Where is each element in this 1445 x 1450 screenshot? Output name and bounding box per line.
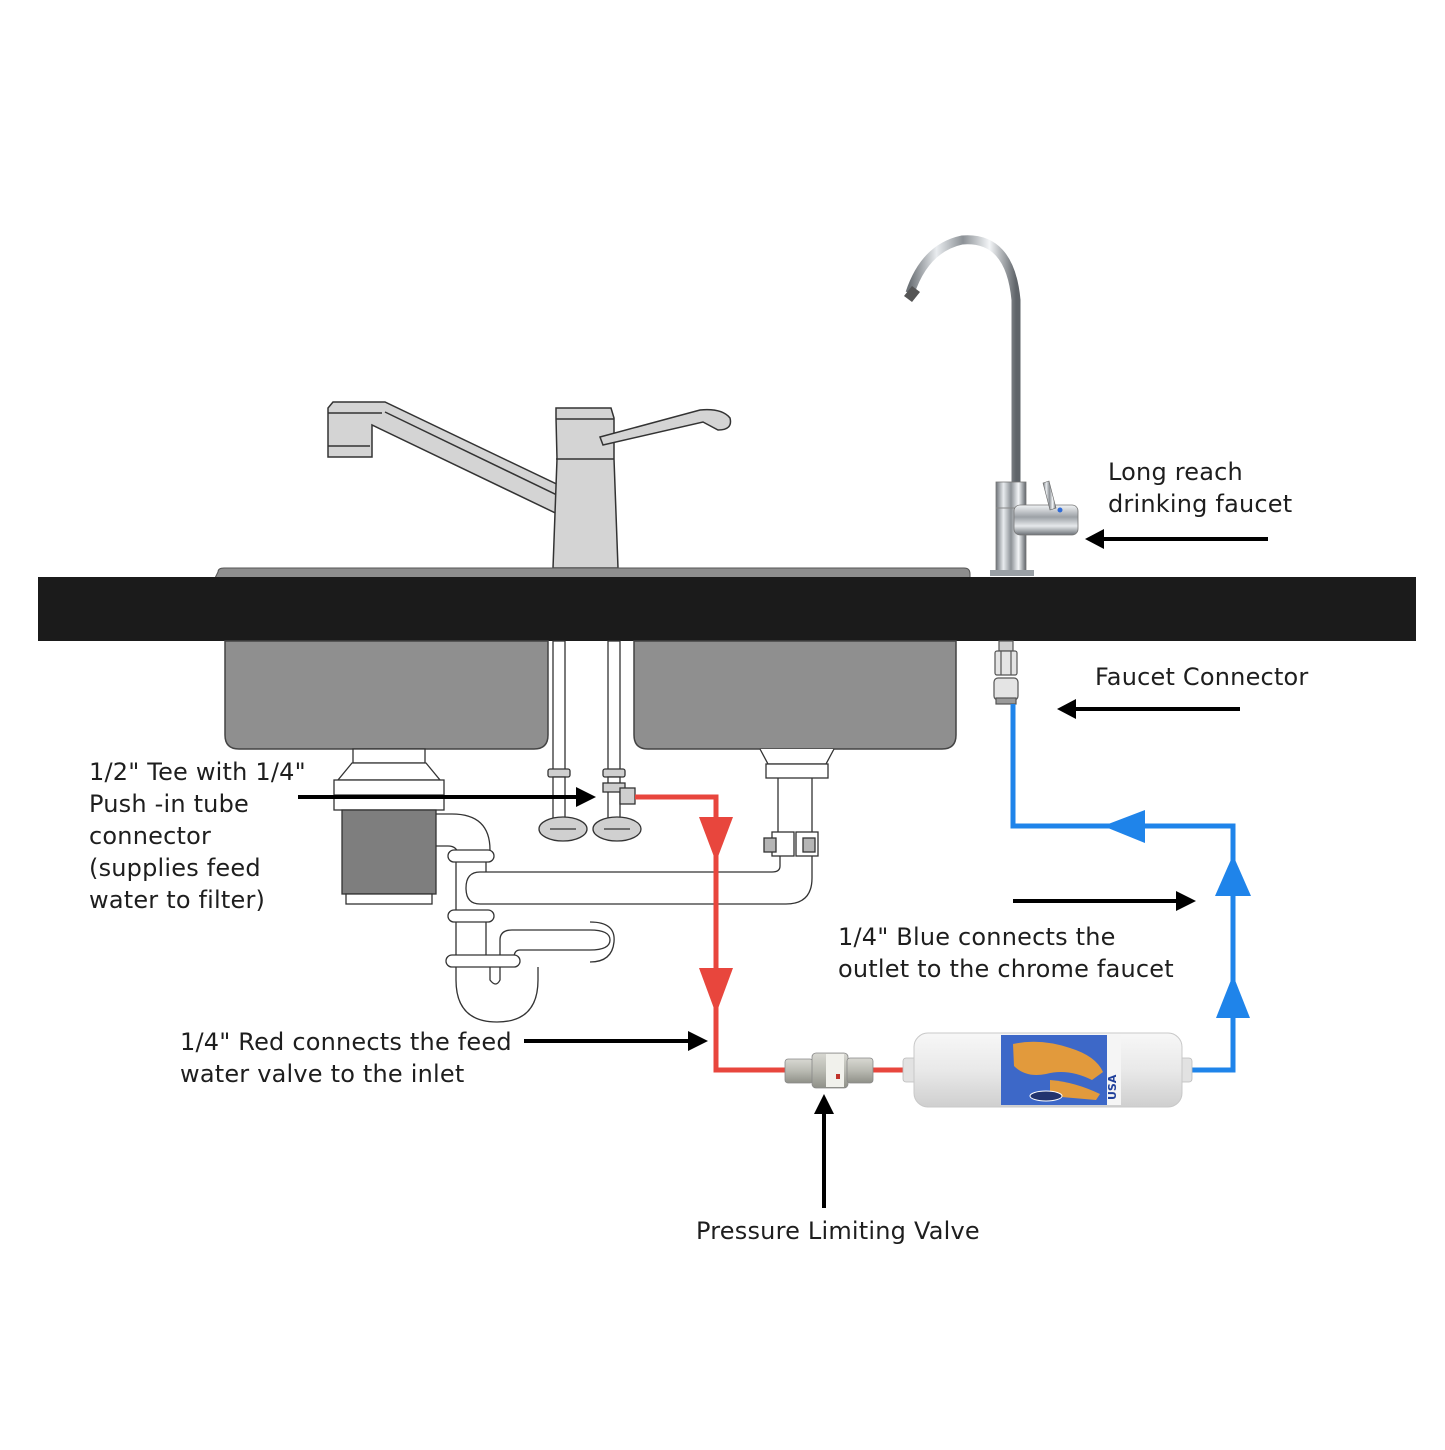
label-tee-connector: 1/2" Tee with 1/4" Push -in tube connect… [89, 756, 306, 916]
flow-arrow-down-icon [699, 968, 733, 1014]
sink-basin-right [633, 640, 957, 750]
valve-icon [538, 640, 642, 842]
label-line: water valve to the inlet [180, 1060, 465, 1088]
filter-cartridge-icon: USA [902, 1032, 1193, 1108]
label-line: 1/4" Red connects the feed [180, 1028, 512, 1056]
label-line: (supplies feed [89, 854, 261, 882]
p-trap-icon [436, 748, 835, 1023]
flow-arrow-up-icon [1216, 975, 1250, 1018]
label-blue-line: 1/4" Blue connects the outlet to the chr… [838, 921, 1174, 985]
pointer-arrow-right-icon [1013, 891, 1196, 911]
drinking-faucet-icon [904, 235, 1079, 576]
label-line: drinking faucet [1108, 490, 1293, 518]
label-drinking-faucet: Long reach drinking faucet [1108, 456, 1292, 520]
pointer-arrow-right-icon [298, 787, 596, 807]
flow-arrow-up-icon [1215, 855, 1251, 896]
label-line: water to filter) [89, 886, 266, 914]
pressure-valve-icon [784, 1052, 874, 1089]
pointer-arrows [298, 529, 1268, 1208]
label-line: connector [89, 822, 212, 850]
disposal-icon [333, 748, 445, 905]
flow-arrow-down-icon [699, 817, 733, 862]
pointer-arrow-up-icon [814, 1094, 834, 1208]
flow-arrow-left-icon [1103, 810, 1145, 843]
kitchen-faucet-icon [327, 401, 732, 569]
label-line: 1/4" Blue connects the [838, 923, 1116, 951]
label-line: Push -in tube [89, 790, 249, 818]
sink-basin-left [224, 640, 549, 750]
label-line: outlet to the chrome faucet [838, 955, 1174, 983]
connector-icon [993, 640, 1019, 705]
outlet-line [1010, 704, 1251, 1073]
label-line: 1/2" Tee with 1/4" [89, 758, 306, 786]
sink-icon [224, 640, 957, 750]
label-faucet-connector: Faucet Connector [1095, 661, 1309, 693]
label-red-line: 1/4" Red connects the feed water valve t… [180, 1026, 512, 1090]
label-line: Pressure Limiting Valve [696, 1217, 980, 1245]
label-pressure-valve: Pressure Limiting Valve [696, 1215, 980, 1247]
feed-line [635, 794, 907, 1073]
pointer-arrow-left-icon [1057, 699, 1240, 719]
label-line: Long reach [1108, 458, 1243, 486]
pointer-arrow-right-icon [524, 1031, 708, 1051]
label-line: Faucet Connector [1095, 663, 1309, 691]
countertop [38, 577, 1416, 641]
pointer-arrow-left-icon [1085, 529, 1268, 549]
filter-usa-text: USA [1106, 1074, 1119, 1100]
